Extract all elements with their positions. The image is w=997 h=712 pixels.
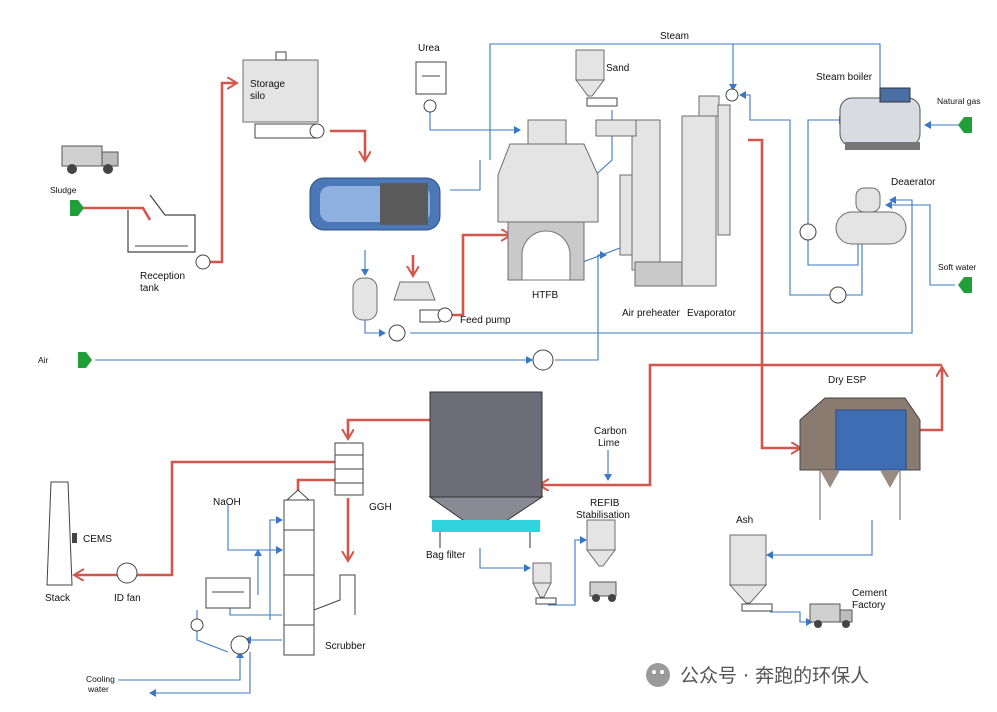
air-inlet-arrow <box>78 352 92 368</box>
steam-boiler-label: Steam boiler <box>816 72 873 83</box>
cooling-water-label-2: water <box>87 684 109 694</box>
id-fan-label: ID fan <box>114 593 141 604</box>
id-fan-icon <box>116 562 138 584</box>
refib-label-1: REFIB <box>590 498 620 509</box>
evaporator <box>681 95 731 287</box>
reception-tank <box>127 194 211 270</box>
utility-lines <box>95 43 962 697</box>
natural-gas-label: Natural gas <box>937 96 980 106</box>
bag-filter-label: Bag filter <box>426 550 466 561</box>
scrubber-label: Scrubber <box>325 641 366 652</box>
sludge-truck-icon <box>61 145 119 174</box>
sand-label: Sand <box>606 63 629 74</box>
scrubber <box>283 489 356 656</box>
dry-esp <box>799 397 921 520</box>
feed-hopper <box>393 281 453 323</box>
htfb-label: HTFB <box>532 290 558 301</box>
watermark-text: 公众号 · 奔跑的环保人 <box>680 665 869 687</box>
naoh-label: NaOH <box>213 497 241 508</box>
cooling-water-label-1: Cooling <box>86 674 115 684</box>
feed-pump-label: Feed pump <box>460 315 511 326</box>
natural-gas-inlet-arrow <box>958 117 972 133</box>
cems-label: CEMS <box>83 534 112 545</box>
cooler-icon <box>230 635 250 655</box>
steam-drum-valve-icon <box>725 88 739 102</box>
sludge-dryer <box>309 177 441 231</box>
sludge-label: Sludge <box>50 185 77 195</box>
air-label: Air <box>38 355 49 365</box>
carbon-label-1: Carbon <box>594 426 627 437</box>
air-blower-icon <box>532 349 554 371</box>
cement-factory-label-1: Cement <box>852 588 887 599</box>
wechat-icon <box>646 663 670 687</box>
evaporator-label: Evaporator <box>687 308 737 319</box>
deaerator-label: Deaerator <box>891 177 936 188</box>
ggh-label: GGH <box>369 502 392 513</box>
watermark: 公众号 · 奔跑的环保人 <box>646 663 869 687</box>
ggh-heat-exchanger <box>334 442 364 496</box>
steam-label: Steam <box>660 31 689 42</box>
air-preheater-label: Air preheater <box>622 308 680 319</box>
air-preheater <box>595 119 686 287</box>
refib-silo <box>586 519 616 567</box>
sand-hopper <box>575 49 618 107</box>
stack-label: Stack <box>45 593 71 604</box>
cement-truck-icon <box>809 603 853 628</box>
deaerator <box>835 187 907 245</box>
cement-factory-label-2: Factory <box>852 600 885 611</box>
refib-truck-icon <box>589 581 617 602</box>
htfb-reactor <box>497 119 599 281</box>
refib-label-2: Stabilisation <box>576 510 630 521</box>
reception-tank-label-1: Reception <box>140 271 185 282</box>
condensate-tank <box>352 277 378 321</box>
dry-esp-label: Dry ESP <box>828 375 867 386</box>
bag-filter-ash-hopper <box>532 562 557 605</box>
urea-label: Urea <box>418 43 440 54</box>
ash-silo <box>728 534 773 612</box>
storage-silo <box>242 51 325 139</box>
carbon-label-2: Lime <box>598 438 620 449</box>
sludge-inlet-arrow <box>70 200 84 216</box>
soft-water-inlet-arrow <box>958 277 972 293</box>
feedwater-pump-2-icon <box>829 286 847 304</box>
steam-boiler <box>839 87 921 150</box>
storage-silo-label-1: Storage <box>250 79 285 90</box>
circulation-pump-icon <box>190 618 204 632</box>
reception-tank-label-2: tank <box>140 283 160 294</box>
feedwater-pump-1-icon <box>799 223 817 241</box>
process-lines <box>75 83 942 575</box>
condensate-pump-icon <box>388 324 406 342</box>
bag-filter <box>428 391 544 548</box>
naoh-tank <box>205 577 251 609</box>
storage-silo-label-2: silo <box>250 91 265 102</box>
ash-label: Ash <box>736 515 753 526</box>
stack <box>46 481 77 586</box>
soft-water-label: Soft water <box>938 262 976 272</box>
urea-tank <box>415 61 447 113</box>
